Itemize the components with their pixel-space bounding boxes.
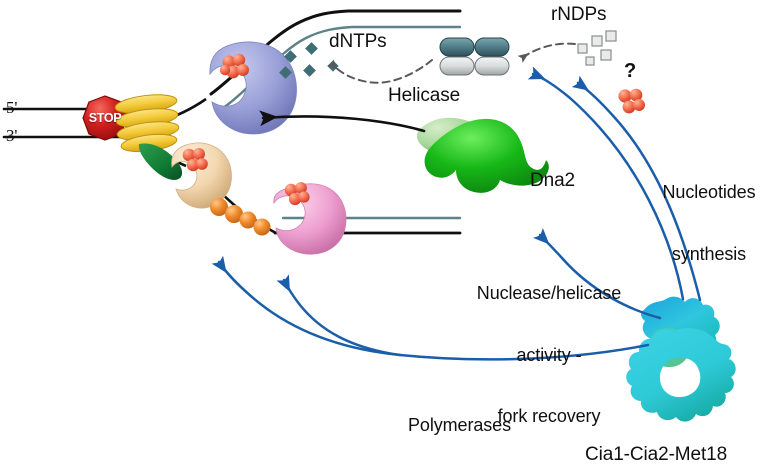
dna2-to-fork-arrow	[259, 110, 426, 133]
nucleotides-synthesis-line-1: Nucleotides	[662, 182, 756, 203]
nuclease-activity-label: Nuclease/helicase activity - fork recove…	[466, 242, 632, 468]
helicase-to-dntp-arrow	[327, 59, 433, 84]
nuclease-activity-line-2: activity -	[516, 344, 582, 365]
arrow-to-nucleotides	[571, 75, 702, 302]
polymerase-alpha	[273, 183, 347, 255]
cia-complex	[626, 296, 736, 422]
sliding-clamp	[114, 94, 180, 153]
dntp-pool	[279, 42, 339, 79]
rndp-to-helicase-arrow	[517, 42, 576, 63]
nuclease-activity-line-3: fork recovery	[497, 406, 601, 427]
nuclease-activity-line-1: Nuclease/helicase	[476, 283, 622, 304]
question-mark-label: ?	[624, 60, 637, 82]
three-prime-label: 3'	[6, 126, 18, 145]
nucleotides-synthesis-label: Nucleotides synthesis	[655, 141, 763, 305]
arrow-to-dna2	[533, 228, 662, 320]
helicase-label: Helicase	[388, 85, 461, 106]
rndp-pool	[577, 30, 617, 66]
dna2-label: Dna2	[530, 170, 576, 191]
ssdna-beads	[210, 198, 271, 236]
cia-activity-arrows	[211, 66, 702, 361]
arrow-to-helicase	[527, 66, 685, 301]
nucleotide-conversion-arrows	[327, 42, 576, 84]
polymerases-stabilization-line-1: Polymerases	[408, 415, 511, 436]
dna2-protein	[416, 117, 549, 193]
arrow-to-polymerase-right	[276, 274, 402, 357]
dntps-label: dNTPs	[329, 31, 387, 52]
polymerase-epsilon	[209, 41, 297, 135]
cia-complex-label: Cia1-Cia2-Met18	[585, 444, 728, 465]
rndps-label: rNDPs	[551, 4, 607, 25]
primase-wedge	[138, 143, 183, 180]
polymerases-stabilization-label: Polymerases stabilization	[393, 374, 526, 473]
arrow-to-polymerase-left	[211, 255, 650, 361]
helicase-hexamer	[439, 37, 510, 76]
five-prime-label: 5'	[6, 98, 18, 117]
nucleotides-synthesis-line-2: synthesis	[671, 243, 747, 264]
